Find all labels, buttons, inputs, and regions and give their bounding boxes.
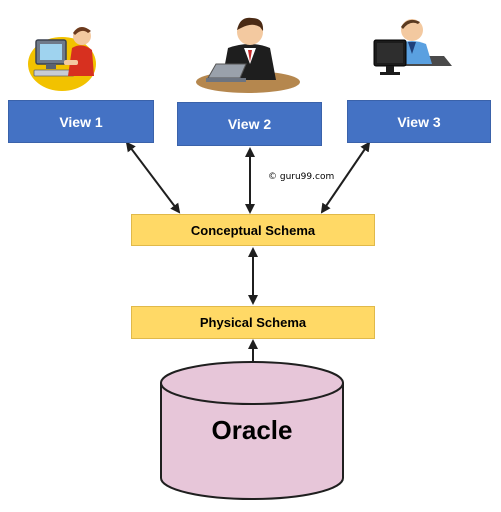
view-3-label: View 3: [397, 113, 441, 130]
physical-schema-box: Physical Schema: [131, 306, 375, 339]
watermark: © guru99.com: [268, 172, 335, 182]
view-1-box: View 1: [8, 100, 154, 143]
view-3-box: View 3: [347, 100, 491, 143]
view-2-label: View 2: [227, 116, 272, 132]
view-2-box: View 2: [177, 102, 322, 146]
physical-schema-label: Physical Schema: [199, 315, 307, 330]
person-at-monitor-icon: [373, 19, 452, 75]
view-1-label: View 1: [59, 113, 103, 130]
conceptual-schema-box: Conceptual Schema: [131, 214, 375, 246]
person-with-laptop-icon: [196, 17, 300, 93]
database-label: Oracle: [211, 415, 293, 445]
conceptual-schema-label: Conceptual Schema: [190, 222, 316, 238]
database-cylinder: [160, 361, 344, 500]
view3-conceptual-arrow: [320, 141, 371, 214]
view1-conceptual-arrow: [125, 141, 181, 214]
person-at-desktop-computer-icon: [28, 26, 96, 91]
